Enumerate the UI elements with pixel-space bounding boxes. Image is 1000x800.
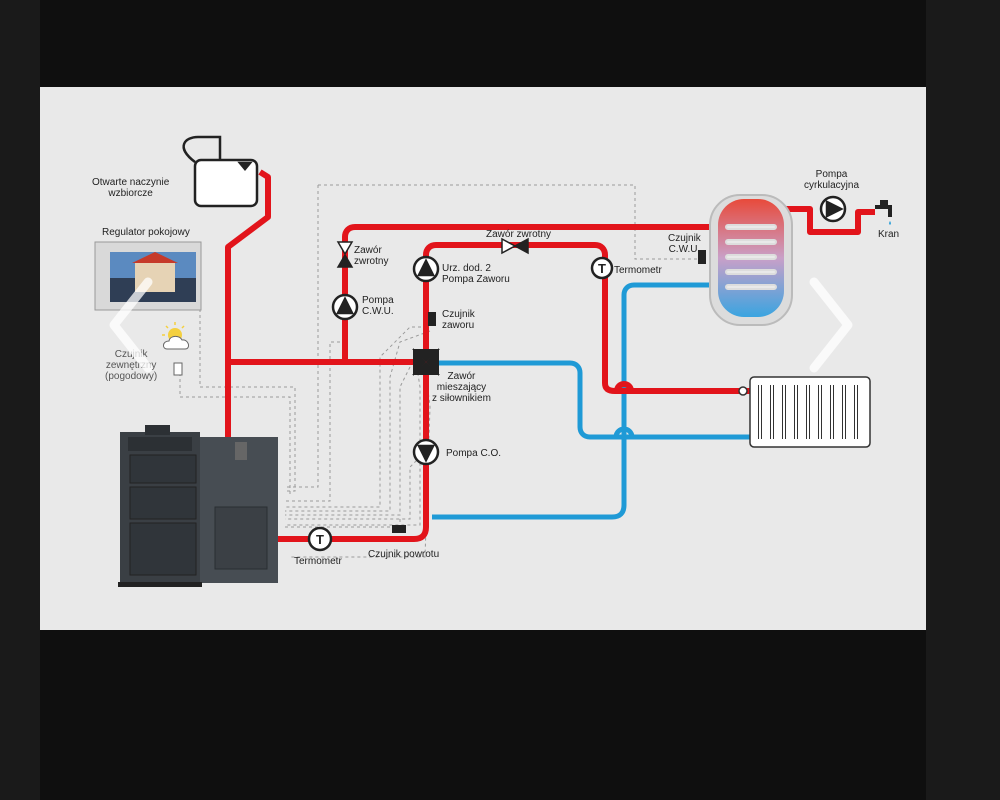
check-valve-left-icon (336, 241, 354, 256)
label-dhw-sensor: Czujnik C.W.U. (668, 233, 701, 255)
wire-dhw-sensor (318, 184, 700, 260)
diagram-canvas: T T (94, 135, 892, 587)
expansion-tank (182, 135, 259, 208)
supply-pipe-dhw (342, 224, 712, 362)
dhw-tank (698, 194, 793, 326)
thermometer-bottom-symbol: T (316, 532, 324, 547)
label-mixing-valve: Zawór mieszający z siłownikiem (432, 371, 491, 404)
label-circ-pump: Pompa cyrkulacyjna (804, 169, 860, 191)
supply-pipe-ch (278, 362, 429, 542)
return-pipes (432, 282, 752, 520)
wire-room-regulator (199, 297, 296, 492)
return-pipe-dhw (432, 282, 712, 520)
thermometer-bottom-icon (307, 526, 333, 552)
room-regulator (94, 241, 202, 311)
wire-ch-pump (285, 451, 426, 520)
supply-pipe-tank (225, 169, 271, 437)
prev-button[interactable] (100, 270, 160, 380)
chevron-right-icon (809, 277, 853, 373)
return-pipe-radiator (432, 360, 752, 440)
label-extra-device: Urz. dod. 2 Pompa Zaworu (442, 263, 510, 285)
valve-sensor-icon (428, 312, 436, 326)
return-sensor-icon (392, 525, 406, 533)
wire-dhw-pump (285, 341, 340, 502)
label-return-sensor: Czujnik powrotu (368, 549, 440, 560)
label-thermometer-bottom: Termometr (294, 556, 342, 567)
next-button[interactable] (802, 270, 862, 380)
label-tap: Kran (878, 229, 900, 240)
weather-sensor (162, 322, 190, 376)
supply-pipe-radiator (423, 242, 752, 394)
tap-icon (875, 200, 892, 225)
label-check-valve-top: Zawór zwrotny (486, 229, 552, 240)
thermometer-icons (307, 256, 614, 552)
label-room-regulator: Regulator pokojowy (102, 227, 190, 238)
label-outdoor-sensor: Czujnik zewnętrzny (pogodowy) (105, 349, 158, 382)
pipe-crossings (613, 381, 635, 438)
heating-diagram: T T Otwarte naczynie wzbiorcze Regulator… (40, 87, 926, 630)
supply-pipes (225, 169, 875, 542)
label-expansion-tank: Otwarte naczynie wzbiorcze (92, 177, 170, 199)
check-valve-top-icon (501, 237, 517, 255)
pump-icons (331, 195, 847, 466)
boiler (118, 425, 278, 587)
check-valve-icons (336, 237, 529, 268)
circulation-pipe (780, 206, 875, 235)
signal-wires (179, 184, 700, 558)
thermometer-top-symbol: T (598, 261, 606, 276)
chevron-left-icon (109, 277, 153, 373)
mixing-valve-icon (412, 348, 440, 376)
label-thermometer-top: Termometr (614, 265, 662, 276)
thermometer-top-icon (590, 256, 614, 280)
label-check-valve-left: Zawór zwrotny (354, 245, 389, 267)
wire-valve-sensor (285, 330, 431, 512)
radiator (738, 376, 871, 448)
label-dhw-pump: Pompa C.W.U. (362, 295, 394, 317)
label-ch-pump: Pompa C.O. (446, 448, 502, 459)
label-valve-sensor: Czujnik zaworu (442, 309, 475, 331)
